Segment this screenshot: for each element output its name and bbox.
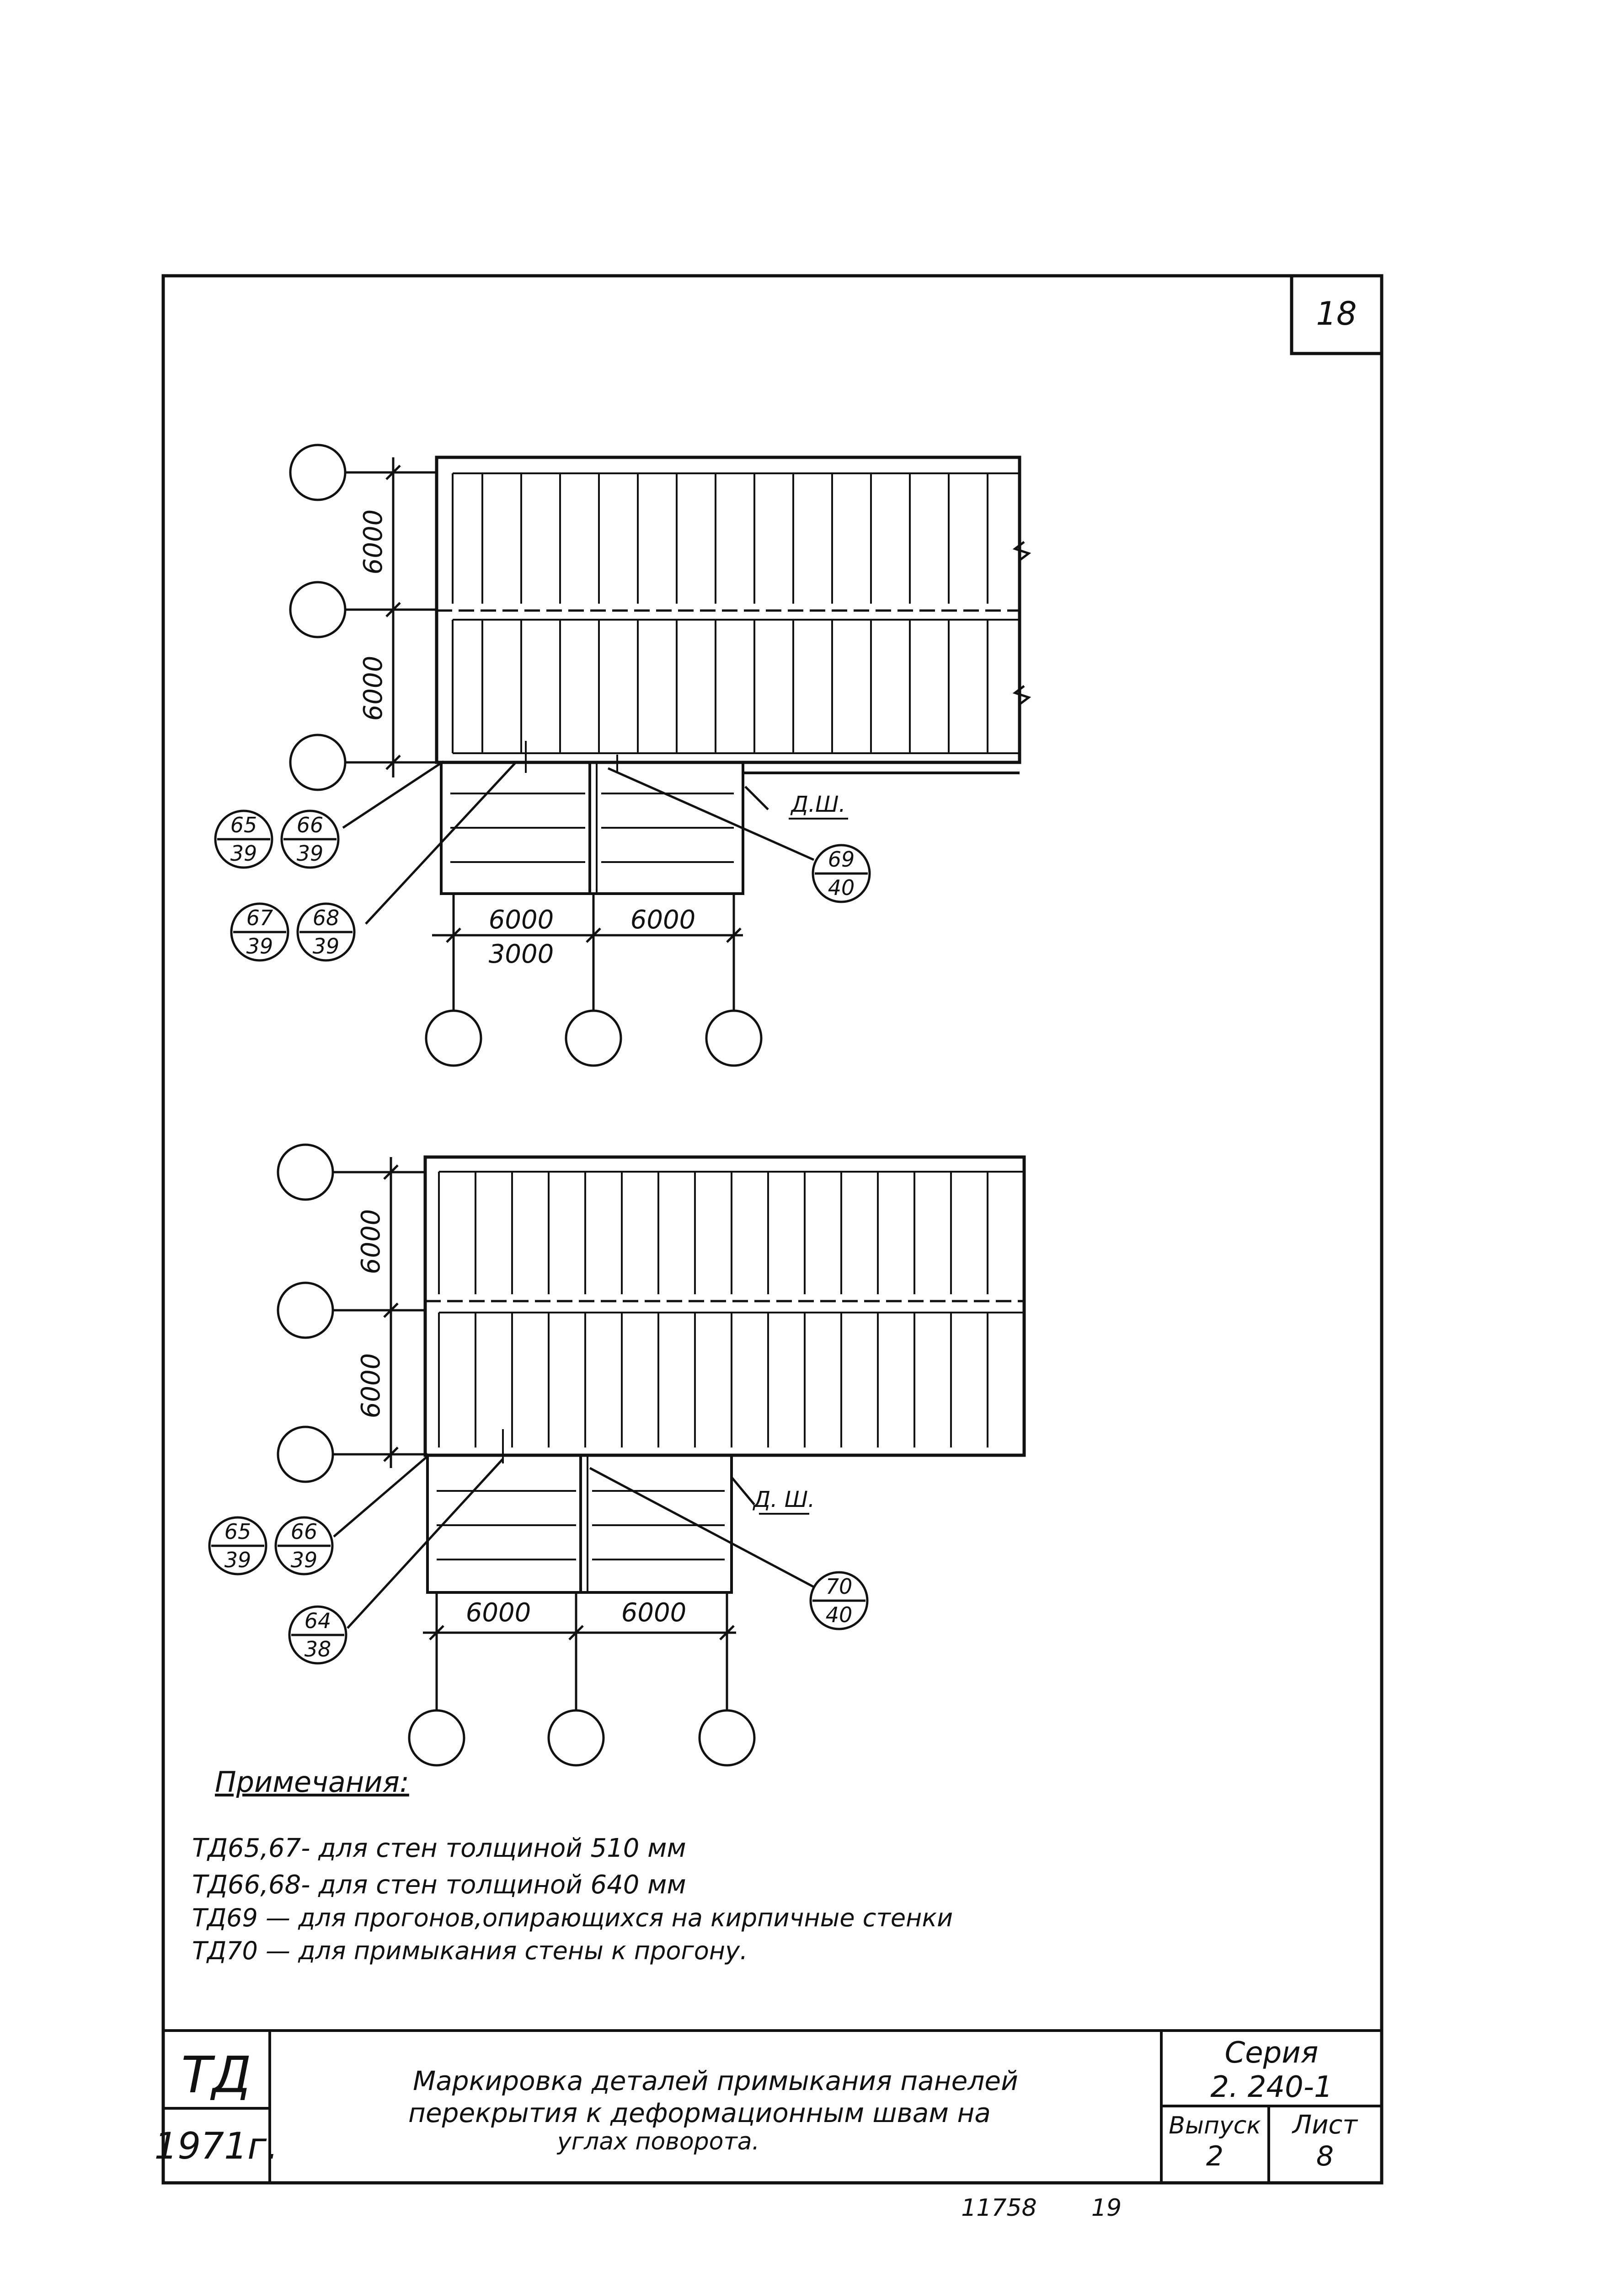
footer-page: 19 — [1091, 2194, 1122, 2222]
callout-bottom: 39 — [230, 841, 257, 866]
callout-bottom: 38 — [304, 1637, 331, 1661]
callout-top: 68 — [313, 906, 340, 930]
leader-line — [744, 786, 769, 810]
plan-top-break-mark-1 — [1012, 541, 1031, 561]
dim-upper: 6000 — [356, 1209, 386, 1275]
footer-number: 11758 — [961, 2194, 1036, 2222]
callout-circle — [280, 809, 340, 869]
joint-label: Д. Ш. — [753, 1487, 815, 1512]
issue-label: Выпуск — [1169, 2112, 1261, 2139]
leader-line — [342, 760, 444, 829]
leader-line — [607, 767, 815, 861]
joint-label: Д.Ш. — [790, 792, 845, 817]
callout-circle — [208, 1516, 267, 1576]
axis-marker — [277, 1426, 334, 1483]
plan-top-labels: 6000 6000 6000 6000 3000 Д.Ш. 65 39 66 3… — [230, 509, 855, 969]
title-block — [163, 2029, 1382, 2183]
leader-line — [333, 1453, 431, 1538]
callout-top: 67 — [246, 906, 273, 930]
notes: Примечания: ТД65,67- для стен толщиной 5… — [192, 1765, 953, 1965]
plan-bottom — [208, 1143, 1026, 1767]
plan-top-ribs-lower — [452, 620, 988, 753]
title-block-text: ТД 1971г. Маркировка деталей примыкания … — [154, 2036, 1358, 2172]
dim-bottom-right: 6000 — [621, 1598, 687, 1628]
sheet-label: Лист — [1292, 2110, 1358, 2140]
leader-line — [365, 761, 518, 925]
sheet-number-box: 18 — [1290, 274, 1384, 355]
notes-heading: Примечания: — [215, 1765, 409, 1799]
plan-top-ribs-upper — [452, 473, 988, 604]
plan-top — [214, 444, 1031, 1067]
callout-top: 70 — [826, 1574, 853, 1599]
callout-bottom: 39 — [313, 934, 340, 959]
axis-marker — [277, 1143, 334, 1201]
callout-bottom: 39 — [224, 1548, 251, 1572]
series-value: 2. 240-1 — [1210, 2070, 1332, 2104]
callout-circle — [812, 844, 871, 903]
series-label: Серия — [1225, 2036, 1319, 2070]
issue-value: 2 — [1206, 2140, 1223, 2172]
callout-bottom: 39 — [297, 841, 324, 866]
callout-circle — [296, 902, 356, 962]
dim-middle: 6000 — [358, 656, 388, 721]
leader-line — [347, 1458, 504, 1629]
callout-bottom: 40 — [828, 875, 855, 900]
callout-circle — [809, 1571, 869, 1630]
dim-bottom-right: 6000 — [630, 905, 696, 935]
callout-top: 66 — [291, 1519, 318, 1544]
dim-upper: 6000 — [358, 509, 388, 575]
callout-circle — [230, 902, 289, 962]
dim-bottom-left: 6000 — [466, 1598, 531, 1628]
note-line: ТД65,67- для стен толщиной 510 мм — [192, 1833, 686, 1863]
sheet-value: 8 — [1316, 2140, 1334, 2172]
axis-marker — [277, 1281, 334, 1339]
drawing-title-line2: перекрытия к деформационным швам на — [408, 2097, 991, 2128]
callout-top: 65 — [224, 1519, 251, 1544]
drawing-code: ТД — [181, 2046, 251, 2104]
leader-line — [589, 1467, 815, 1588]
note-line: ТД69 — для прогонов,опирающихся на кирпи… — [192, 1903, 953, 1932]
leader-line — [731, 1476, 755, 1506]
callout-circle — [274, 1516, 334, 1576]
axis-marker — [705, 1009, 763, 1067]
callout-top: 69 — [828, 847, 855, 872]
axis-marker — [425, 1009, 482, 1067]
axis-marker — [547, 1709, 605, 1767]
dim-bottom-left: 6000 — [489, 905, 554, 935]
drawing-title-line1: Маркировка деталей примыкания панелей — [413, 2065, 1018, 2096]
callout-bottom: 39 — [291, 1548, 318, 1572]
dim-bottom-sub: 3000 — [489, 939, 554, 969]
axis-marker — [289, 444, 347, 501]
callout-circle — [288, 1605, 347, 1665]
plan-bottom-ribs-lower — [438, 1313, 988, 1447]
axis-marker — [408, 1709, 465, 1767]
note-line: ТД66,68- для стен толщиной 640 мм — [192, 1870, 686, 1900]
axis-marker — [289, 734, 347, 791]
callout-top: 64 — [304, 1608, 331, 1633]
sheet-number: 18 — [1316, 295, 1357, 332]
plan-bottom-labels: 6000 6000 6000 6000 Д. Ш. 65 39 66 39 64… — [224, 1209, 853, 1661]
drawing-title-line3: углах поворота. — [556, 2128, 759, 2155]
callout-circle — [214, 809, 273, 869]
note-line: ТД70 — для примыкания стены к прогону. — [192, 1936, 748, 1965]
callout-top: 66 — [297, 813, 324, 837]
plan-bottom-slab — [423, 1155, 1026, 1457]
sheet-frame — [161, 274, 1384, 2185]
axis-marker — [565, 1009, 622, 1067]
callout-top: 65 — [230, 813, 257, 837]
axis-marker — [289, 581, 347, 638]
dim-middle: 6000 — [356, 1353, 386, 1419]
callout-bottom: 39 — [246, 934, 273, 959]
plan-bottom-ribs-upper — [438, 1172, 988, 1294]
plan-top-break-mark-2 — [1012, 685, 1031, 705]
drawing-year: 1971г. — [154, 2125, 278, 2167]
axis-marker — [698, 1709, 756, 1767]
callout-bottom: 40 — [826, 1602, 853, 1627]
